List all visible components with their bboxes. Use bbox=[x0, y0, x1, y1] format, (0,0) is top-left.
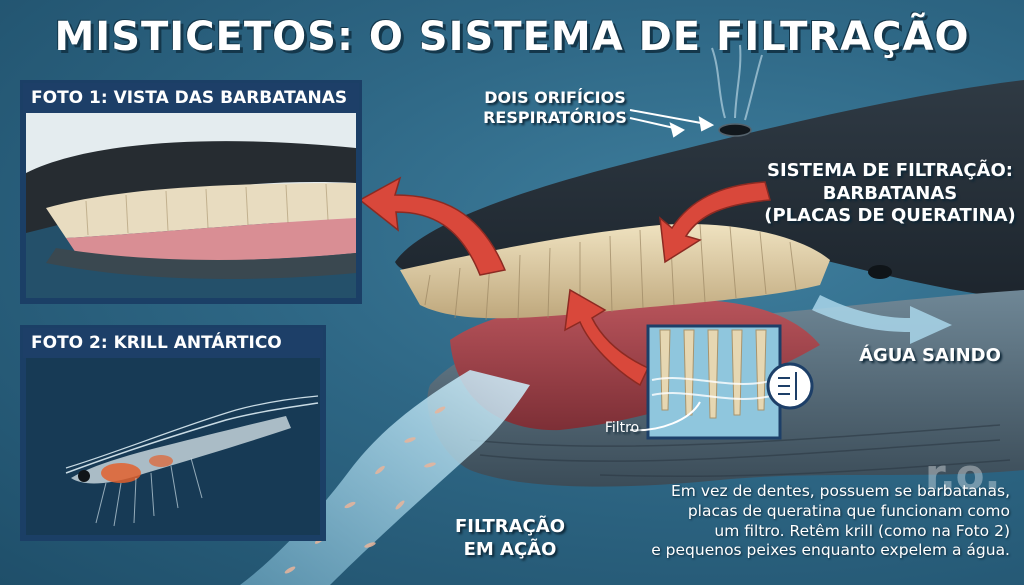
photo2-label: FOTO 2: KRILL ANTÁRTICO bbox=[23, 328, 323, 358]
filtering-line1: FILTRAÇÃO bbox=[455, 516, 565, 537]
blowholes-label: DOIS ORIFÍCIOS RESPIRATÓRIOS bbox=[455, 88, 655, 128]
caption-line3: um filtro. Retêm krill (como na Foto 2) bbox=[714, 521, 1010, 540]
watermark: r.o. bbox=[925, 450, 1001, 499]
filtering-line2: EM AÇÃO bbox=[463, 538, 557, 560]
page-title: MISTICETOS: O SISTEMA DE FILTRAÇÃO bbox=[54, 14, 970, 60]
photo1-panel: FOTO 1: VISTA DAS BARBATANAS bbox=[20, 80, 362, 304]
filter-system-label: SISTEMA DE FILTRAÇÃO: BARBATANAS (PLACAS… bbox=[760, 160, 1020, 228]
arrow-to-photo1 bbox=[358, 176, 507, 276]
description-caption: Em vez de dentes, possuem se barbatanas,… bbox=[600, 482, 1010, 561]
blowholes-line1: DOIS ORIFÍCIOS bbox=[484, 88, 626, 107]
caption-line2: placas de queratina que funcionam como bbox=[687, 501, 1010, 520]
filter-label: Filtro bbox=[604, 420, 640, 436]
filter-system-line2: BARBATANAS bbox=[822, 182, 958, 204]
caption-line4: e pequenos peixes enquanto expelem a águ… bbox=[651, 541, 1010, 560]
whale-eye bbox=[868, 265, 892, 279]
arrow-to-baleen bbox=[659, 181, 771, 264]
photo2-image bbox=[26, 358, 320, 535]
water-out-label: ÁGUA SAINDO bbox=[859, 345, 1001, 366]
filter-system-line3: (PLACAS DE QUERATINA) bbox=[764, 205, 1016, 226]
blowholes-line2: RESPIRATÓRIOS bbox=[483, 108, 627, 127]
photo1-image bbox=[26, 113, 356, 298]
arrow-to-filter bbox=[564, 288, 649, 387]
whale-upper-jaw bbox=[395, 80, 1024, 300]
filter-system-line1: SISTEMA DE FILTRAÇÃO: bbox=[766, 160, 1013, 181]
photo2-panel: FOTO 2: KRILL ANTÁRTICO bbox=[20, 325, 326, 541]
baleen-plates bbox=[400, 223, 830, 321]
filter-inset bbox=[629, 324, 814, 440]
water-out-arrow bbox=[812, 295, 952, 344]
filtering-label: FILTRAÇÃO EM AÇÃO bbox=[430, 516, 590, 561]
photo1-label: FOTO 1: VISTA DAS BARBATANAS bbox=[23, 83, 359, 113]
blowhole bbox=[718, 123, 752, 137]
caption-line1: Em vez de dentes, possuem se barbatanas, bbox=[671, 482, 1010, 500]
